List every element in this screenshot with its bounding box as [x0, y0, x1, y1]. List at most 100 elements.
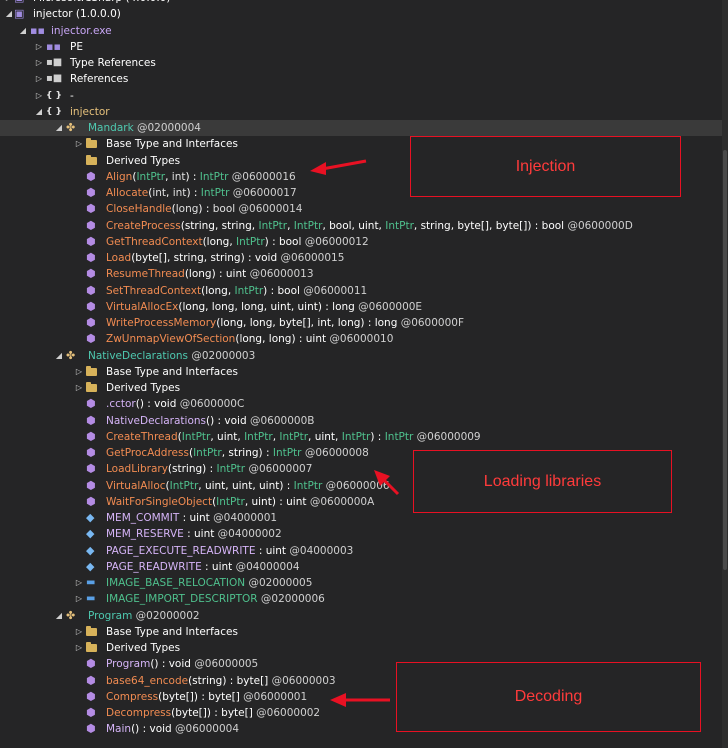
tree-node[interactable]: ⬢base64_encode(string) : byte[] @0600000…: [0, 673, 722, 689]
tree-node[interactable]: ◆MEM_RESERVE : uint @04000002: [0, 526, 722, 542]
label-token: IntPtr: [199, 170, 229, 183]
expand-toggle-icon[interactable]: ▷: [75, 594, 83, 604]
tree-node-label: SetThreadContext(long, IntPtr) : bool @0…: [106, 283, 367, 299]
tree-node[interactable]: ⬢VirtualAllocEx(long, long, long, uint, …: [0, 299, 722, 315]
label-token: IntPtr: [169, 479, 199, 492]
expand-toggle-icon[interactable]: ▷: [35, 90, 43, 100]
collapse-toggle-icon[interactable]: ◢: [55, 610, 63, 620]
tree-node[interactable]: ⬢ZwUnmapViewOfSection(long, long) : uint…: [0, 331, 722, 347]
tree-node[interactable]: ▷▪▪PE: [0, 39, 722, 55]
tree-node[interactable]: ◢▣injector (1.0.0.0): [0, 6, 722, 22]
assembly-icon: ▣: [14, 7, 25, 21]
tree-node[interactable]: ⬢WriteProcessMemory(long, long, byte[], …: [0, 315, 722, 331]
tree-node[interactable]: ⬢ResumeThread(long) : uint @06000013: [0, 266, 722, 282]
tree-node[interactable]: ⬢SetThreadContext(long, IntPtr) : bool @…: [0, 283, 722, 299]
struct-icon: ▬: [86, 577, 96, 588]
static-method-icon: ⬢: [86, 251, 96, 264]
tree-node[interactable]: ⬢NativeDeclarations() : void @0600000B: [0, 413, 722, 429]
label-token: WaitForSingleObject: [106, 495, 213, 508]
tree-node[interactable]: ◢{ }injector: [0, 104, 722, 120]
expand-toggle-icon[interactable]: ▷: [75, 139, 83, 149]
expand-toggle-icon[interactable]: ▷: [75, 383, 83, 392]
tree-node[interactable]: ◢✤Mandark @02000004: [0, 120, 722, 136]
label-token: (long, long) : uint: [235, 333, 327, 346]
tree-node[interactable]: ⬢Decompress(byte[]) : byte[] @06000002: [0, 705, 722, 721]
vertical-scrollbar[interactable]: [722, 0, 728, 748]
tree-node[interactable]: ⬢WaitForSingleObject(IntPtr, uint) : uin…: [0, 494, 722, 510]
tree-node[interactable]: ◆MEM_COMMIT : uint @04000001: [0, 510, 722, 526]
tree-node[interactable]: ◢▪▪injector.exe: [0, 23, 722, 39]
label-token: Program: [106, 658, 151, 671]
static-method-icon: ⬢: [86, 186, 96, 199]
scrollbar-thumb[interactable]: [723, 150, 727, 570]
tree-node[interactable]: ◢✤NativeDeclarations @02000003: [0, 348, 722, 364]
collapse-toggle-icon[interactable]: ◢: [5, 9, 13, 19]
folder-icon: [86, 642, 99, 654]
label-token: @06000004: [171, 723, 239, 736]
label-token: long: [175, 203, 199, 216]
label-token: @0600000A: [306, 495, 375, 508]
expand-toggle-icon[interactable]: ▷: [35, 41, 43, 51]
expand-toggle-icon[interactable]: ▷: [75, 366, 83, 376]
collapse-toggle-icon[interactable]: ◢: [55, 350, 63, 360]
tree-node[interactable]: ⬢Compress(byte[]) : byte[] @06000001: [0, 689, 722, 705]
label-token: @04000002: [214, 528, 282, 541]
tree-node[interactable]: ▷▣Microsoft.CSharp (4.0.0.0): [0, 0, 722, 6]
tree-node[interactable]: ▷▬IMAGE_BASE_RELOCATION @02000005: [0, 575, 722, 591]
expand-toggle-icon[interactable]: ▷: [75, 578, 83, 587]
tree-node[interactable]: ⬢Allocate(int, int) : IntPtr @06000017: [0, 185, 722, 201]
tree-node[interactable]: ⬢Load(byte[], string, string) : void @06…: [0, 250, 722, 266]
label-token: @04000001: [209, 512, 278, 524]
tree-node[interactable]: ⬢Align(IntPtr, int) : IntPtr @06000016: [0, 169, 722, 185]
expand-toggle-icon[interactable]: ▷: [35, 74, 43, 84]
tree-node[interactable]: ◆PAGE_READWRITE : uint @04000004: [0, 559, 722, 575]
label-token: Base Type and Interfaces: [106, 625, 238, 638]
tree-node[interactable]: ⬢GetProcAddress(IntPtr, string) : IntPtr…: [0, 445, 722, 461]
collapse-toggle-icon[interactable]: ◢: [35, 106, 43, 116]
reference-icon: ▪■: [46, 73, 63, 85]
tree-node[interactable]: ⬢CreateThread(IntPtr, uint, IntPtr, IntP…: [0, 429, 722, 445]
tree-node[interactable]: ▷ Derived Types: [0, 380, 722, 396]
tree-node[interactable]: ▷▪■Type References: [0, 55, 722, 71]
label-token: (: [148, 187, 153, 199]
label-token: Mandark: [88, 122, 134, 134]
expand-toggle-icon[interactable]: ▷: [35, 58, 43, 67]
label-token: SetThreadContext: [106, 284, 202, 297]
tree-node[interactable]: ⬢Program() : void @06000005: [0, 656, 722, 672]
label-token: Derived Types: [106, 382, 181, 394]
label-token: @02000005: [245, 577, 313, 589]
tree-node[interactable]: ⬢GetThreadContext(long, IntPtr) : bool @…: [0, 234, 722, 250]
collapse-toggle-icon[interactable]: ◢: [55, 123, 63, 132]
tree-node[interactable]: ▷▪■References: [0, 71, 722, 87]
tree-node[interactable]: ▷Base Type and Interfaces: [0, 136, 722, 152]
label-token: (byte[]) : byte[]: [158, 690, 240, 703]
tree-node[interactable]: Derived Types: [0, 153, 722, 169]
label-token: () : void: [206, 414, 247, 427]
tree-node[interactable]: ▷Base Type and Interfaces: [0, 364, 722, 380]
expand-toggle-icon[interactable]: ▷: [75, 626, 83, 636]
expand-toggle-icon[interactable]: ▷: [4, 0, 14, 6]
tree-node-label: Program @02000002: [88, 608, 200, 624]
tree-node-label: GetThreadContext(long, IntPtr) : bool @0…: [106, 234, 369, 250]
tree-node[interactable]: ⬢CreateProcess(string, string, IntPtr, I…: [0, 218, 722, 234]
tree-node[interactable]: ⬢Main() : void @06000004: [0, 721, 722, 737]
tree-node[interactable]: ◢✤Program @02000002: [0, 608, 722, 624]
tree-node[interactable]: ▷ Base Type and Interfaces: [0, 624, 722, 640]
collapse-toggle-icon[interactable]: ◢: [19, 25, 27, 35]
label-token: @02000006: [257, 593, 325, 606]
tree-node[interactable]: ⬢.cctor() : void @0600000C: [0, 396, 722, 412]
tree-node[interactable]: ⬢LoadLibrary(string) : IntPtr @06000007: [0, 461, 722, 477]
namespace-icon: { }: [46, 106, 62, 117]
static-method-icon: ⬢: [86, 218, 96, 232]
label-token: IntPtr: [384, 430, 414, 443]
expand-toggle-icon[interactable]: ▷: [75, 643, 83, 652]
tree-node[interactable]: ▷▬IMAGE_IMPORT_DESCRIPTOR @02000006: [0, 591, 722, 607]
tree-node[interactable]: ◆PAGE_EXECUTE_READWRITE : uint @04000003: [0, 543, 722, 559]
tree-node[interactable]: ▷{ }-: [0, 88, 722, 104]
folder-icon: [86, 138, 99, 150]
tree-node-label: NativeDeclarations @02000003: [88, 348, 255, 364]
tree-node[interactable]: ▷Derived Types: [0, 640, 722, 656]
tree-node[interactable]: ⬢CloseHandle(long) : bool @06000014: [0, 201, 722, 217]
tree-node[interactable]: ⬢VirtualAlloc(IntPtr, uint, uint, uint) …: [0, 478, 722, 494]
